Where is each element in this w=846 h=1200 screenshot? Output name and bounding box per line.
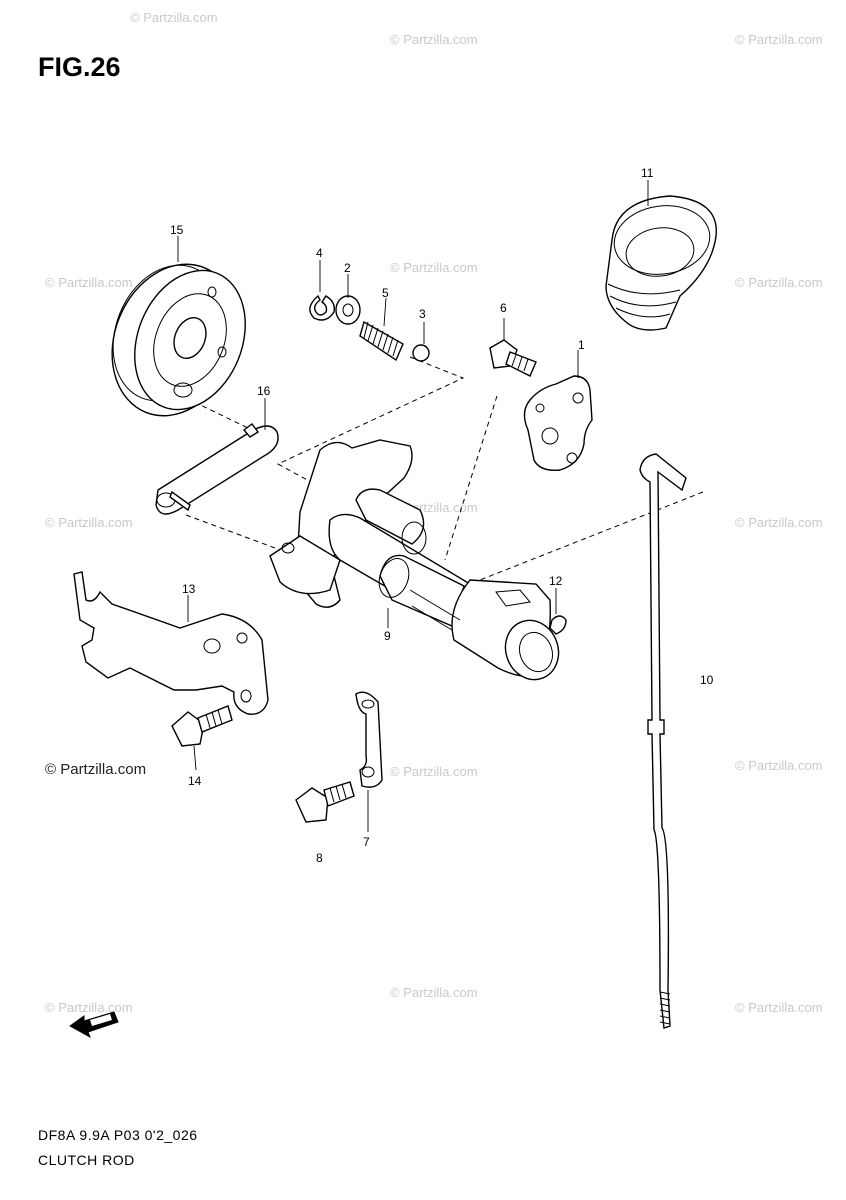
callout-13: 13 xyxy=(182,582,196,596)
callout-1: 1 xyxy=(578,338,585,352)
part-5-spring xyxy=(359,320,404,362)
callout-16: 16 xyxy=(257,384,271,398)
callout-10: 10 xyxy=(700,673,714,687)
watermark: © Partzilla.com xyxy=(390,260,478,275)
callout-12: 12 xyxy=(549,574,563,588)
watermark: © Partzilla.com xyxy=(390,32,478,47)
watermark: © Partzilla.com xyxy=(735,32,823,47)
callout-3: 3 xyxy=(419,307,426,321)
callout-14: 14 xyxy=(188,774,202,788)
callout-8: 8 xyxy=(316,851,323,865)
part-2-washer xyxy=(335,295,361,325)
part-13-bracket xyxy=(73,571,269,715)
callout-7: 7 xyxy=(363,835,370,849)
callout-6: 6 xyxy=(500,301,507,315)
watermark: © Partzilla.com xyxy=(735,275,823,290)
callout-9: 9 xyxy=(384,629,391,643)
callout-15: 15 xyxy=(170,223,184,237)
part-14-bolt xyxy=(171,705,233,747)
leader-lines xyxy=(177,180,649,832)
part-10-clutch-rod xyxy=(639,453,687,1029)
part-8-bolt xyxy=(295,781,355,823)
front-arrow-icon xyxy=(69,1011,119,1039)
part-15-pulley xyxy=(111,263,246,417)
watermark: © Partzilla.com xyxy=(390,985,478,1000)
watermark: © Partzilla.com xyxy=(735,1000,823,1015)
part-16-lever xyxy=(155,423,279,515)
part-3-ball xyxy=(412,344,430,362)
watermark: © Partzilla.com xyxy=(735,758,823,773)
watermark: © Partzilla.com xyxy=(45,515,133,530)
watermark: © Partzilla.com xyxy=(45,275,133,290)
part-12-clip xyxy=(549,615,567,635)
part-7-clamp xyxy=(355,691,383,788)
part-6-bolt xyxy=(489,339,537,377)
figure-code: DF8A 9.9A P03 0'2_026 xyxy=(38,1127,198,1143)
watermarks: © Partzilla.com © Partzilla.com © Partzi… xyxy=(45,10,823,1015)
part-11-grommet xyxy=(605,195,717,331)
figure-title: FIG.26 xyxy=(38,52,121,82)
callout-labels: 1 2 3 4 5 6 7 8 9 10 11 12 13 14 15 16 xyxy=(170,166,714,865)
callout-5: 5 xyxy=(382,286,389,300)
callout-11: 11 xyxy=(641,166,654,180)
part-4-circlip xyxy=(309,294,336,321)
callout-4: 4 xyxy=(316,246,323,260)
watermark: © Partzilla.com xyxy=(45,1000,133,1015)
callout-2: 2 xyxy=(344,261,351,275)
watermark: © Partzilla.com xyxy=(130,10,218,25)
part-9-shaft-assembly xyxy=(269,439,560,681)
figure-name: CLUTCH ROD xyxy=(38,1152,135,1168)
watermark: © Partzilla.com xyxy=(390,764,478,779)
part-1-plate xyxy=(523,375,593,471)
watermark: © Partzilla.com xyxy=(735,515,823,530)
watermark-primary: © Partzilla.com xyxy=(45,761,146,778)
